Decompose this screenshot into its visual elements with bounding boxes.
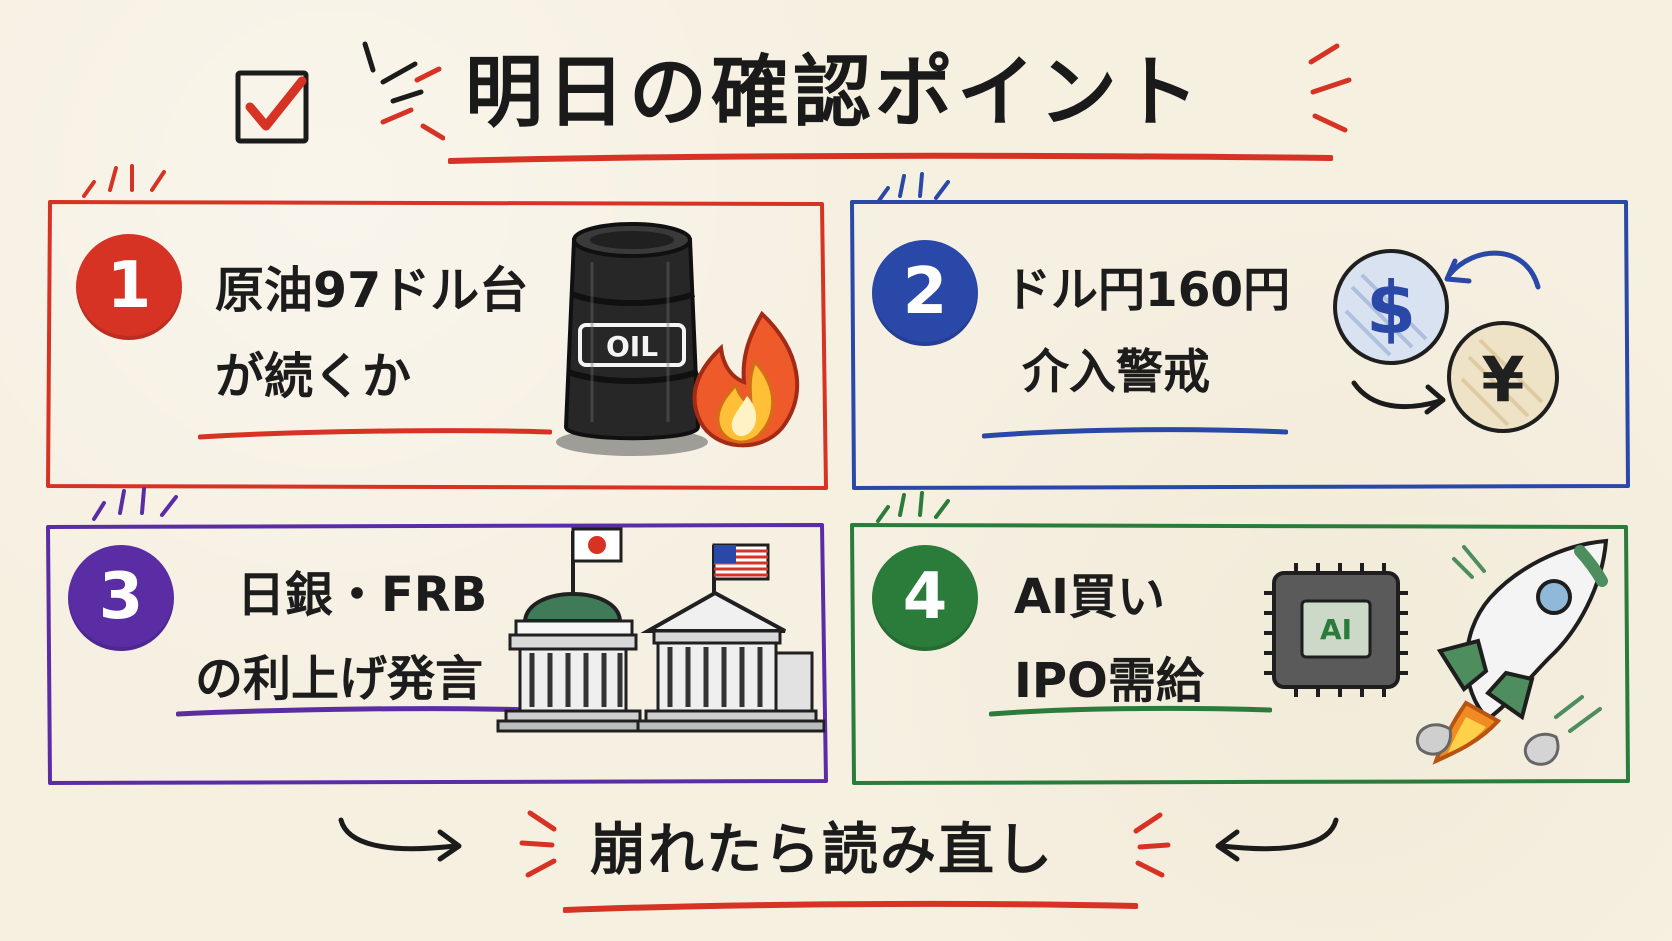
rocket-icon — [1415, 538, 1609, 766]
ai-chip-icon: AI — [1264, 563, 1408, 697]
footer-text: 崩れたら読み直し — [590, 818, 1054, 883]
title-right-sparks — [1308, 43, 1352, 133]
point-text: 日銀・FRB の利上げ発言 — [195, 553, 487, 721]
footer-underline — [563, 900, 1138, 913]
point-card-3: 3 日銀・FRB の利上げ発言 — [40, 487, 830, 789]
title-underline — [448, 152, 1333, 164]
number-badge: 3 — [68, 545, 174, 651]
us-flag-icon — [712, 543, 770, 607]
left-arrow-icon — [1215, 817, 1339, 862]
exchange-arrow-icon — [1351, 250, 1541, 415]
point-text-line: AI買い — [1014, 569, 1166, 625]
card-sparks — [92, 487, 178, 521]
title-left-sparks — [362, 41, 445, 141]
svg-text:OIL: OIL — [606, 330, 658, 363]
text-underline — [982, 427, 1288, 439]
point-text-line: IPO需給 — [1014, 653, 1204, 709]
text-underline — [198, 428, 552, 440]
number-badge: 4 — [872, 545, 978, 651]
point-text-line: が続くか — [215, 348, 412, 405]
card-sparks — [876, 172, 950, 204]
japan-flag-icon — [571, 527, 623, 593]
japan-central-bank-icon — [496, 592, 650, 733]
point-text-line: 日銀・FRB — [237, 567, 488, 623]
card-sparks — [876, 491, 950, 523]
footer: 崩れたら読み直し — [0, 789, 1672, 941]
point-card-4: 4 AI買い IPO需給 AI — [844, 491, 1634, 789]
point-text-line: の利上げ発言 — [195, 651, 484, 707]
point-text-line: ドル円160円 — [1004, 263, 1291, 318]
svg-text:$: $ — [1366, 266, 1416, 350]
text-underline — [989, 705, 1272, 717]
card-sparks — [82, 164, 166, 198]
number-badge: 1 — [76, 234, 182, 340]
text-underline — [176, 706, 533, 717]
point-text-line: 介入警戒 — [1022, 345, 1210, 400]
point-text-line: 原油97ドル台 — [215, 262, 529, 319]
point-text: AI買い IPO需給 — [1014, 555, 1204, 723]
point-card-2: 2 ドル円160円 介入警戒 $ ¥ — [844, 172, 1634, 496]
svg-text:AI: AI — [1320, 613, 1352, 646]
point-card-1: 1 原油97ドル台 が続くか OIL — [40, 164, 830, 496]
oil-barrel-fire-illustration: OIL — [556, 222, 800, 456]
point-text: ドル円160円 介入警戒 — [1004, 250, 1290, 414]
checkbox-checked-icon — [235, 70, 309, 144]
yen-coin-icon: ¥ — [1447, 321, 1559, 433]
point-text: 原油97ドル台 が続くか — [215, 248, 528, 420]
us-central-bank-icon — [636, 590, 825, 733]
number-badge: 2 — [872, 240, 978, 346]
central-banks-illustration — [496, 527, 825, 733]
footer-right-sparks — [1133, 812, 1171, 878]
flame-icon — [692, 310, 800, 448]
oil-barrel-icon: OIL — [563, 222, 701, 441]
footer-left-sparks — [519, 810, 557, 878]
currency-exchange-illustration: $ ¥ — [1333, 249, 1559, 433]
page-title: 明日の確認ポイント — [465, 48, 1204, 138]
svg-text:¥: ¥ — [1481, 343, 1524, 416]
dollar-coin-icon: $ — [1333, 249, 1449, 365]
ai-rocket-illustration: AI — [1264, 538, 1609, 766]
right-arrow-icon — [338, 817, 462, 862]
